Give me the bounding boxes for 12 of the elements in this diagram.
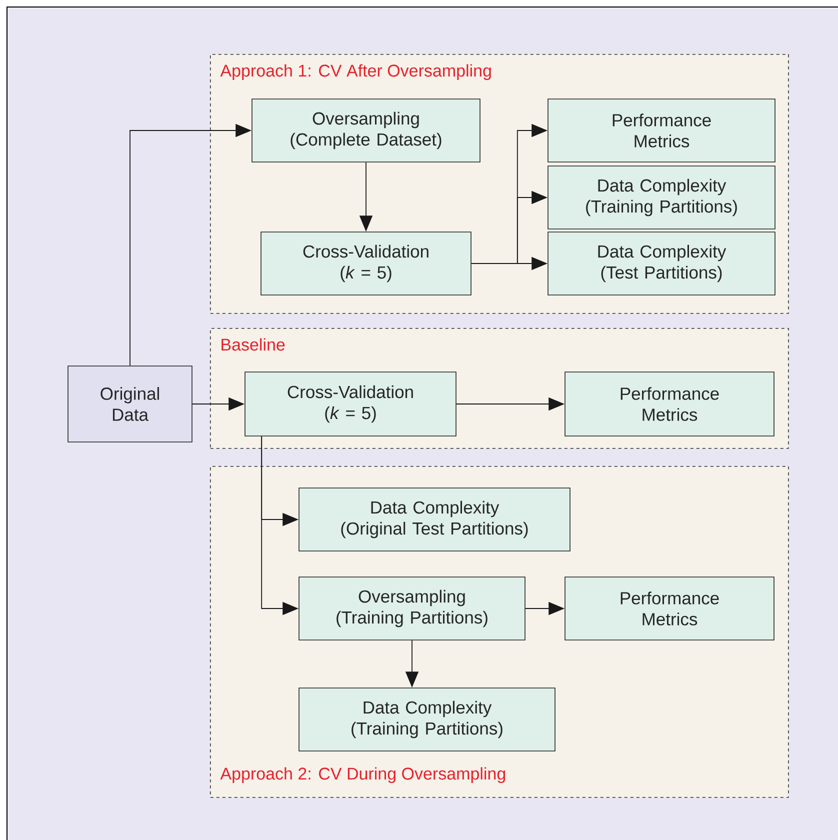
process-box: Data Complexity (Training Partitions) bbox=[298, 688, 556, 752]
process-box: Performance Metrics bbox=[564, 576, 774, 640]
process-box: Original Data bbox=[68, 366, 192, 442]
process-box: Data Complexity (Training Partitions) bbox=[548, 166, 776, 230]
process-box: Performance Metrics bbox=[548, 98, 776, 162]
process-box: Oversampling (Complete Dataset) bbox=[252, 98, 480, 162]
process-box: Data Complexity (Test Partitions) bbox=[548, 232, 776, 296]
process-box: Performance Metrics bbox=[564, 372, 774, 436]
process-box: Data Complexity (Original Test Partitions) bbox=[298, 488, 570, 552]
process-box: Oversampling (Training Partitions) bbox=[298, 576, 526, 640]
process-box: Cross-Validation (k = 5) bbox=[260, 232, 472, 296]
process-box: Cross-Validation (k = 5) bbox=[244, 372, 456, 436]
